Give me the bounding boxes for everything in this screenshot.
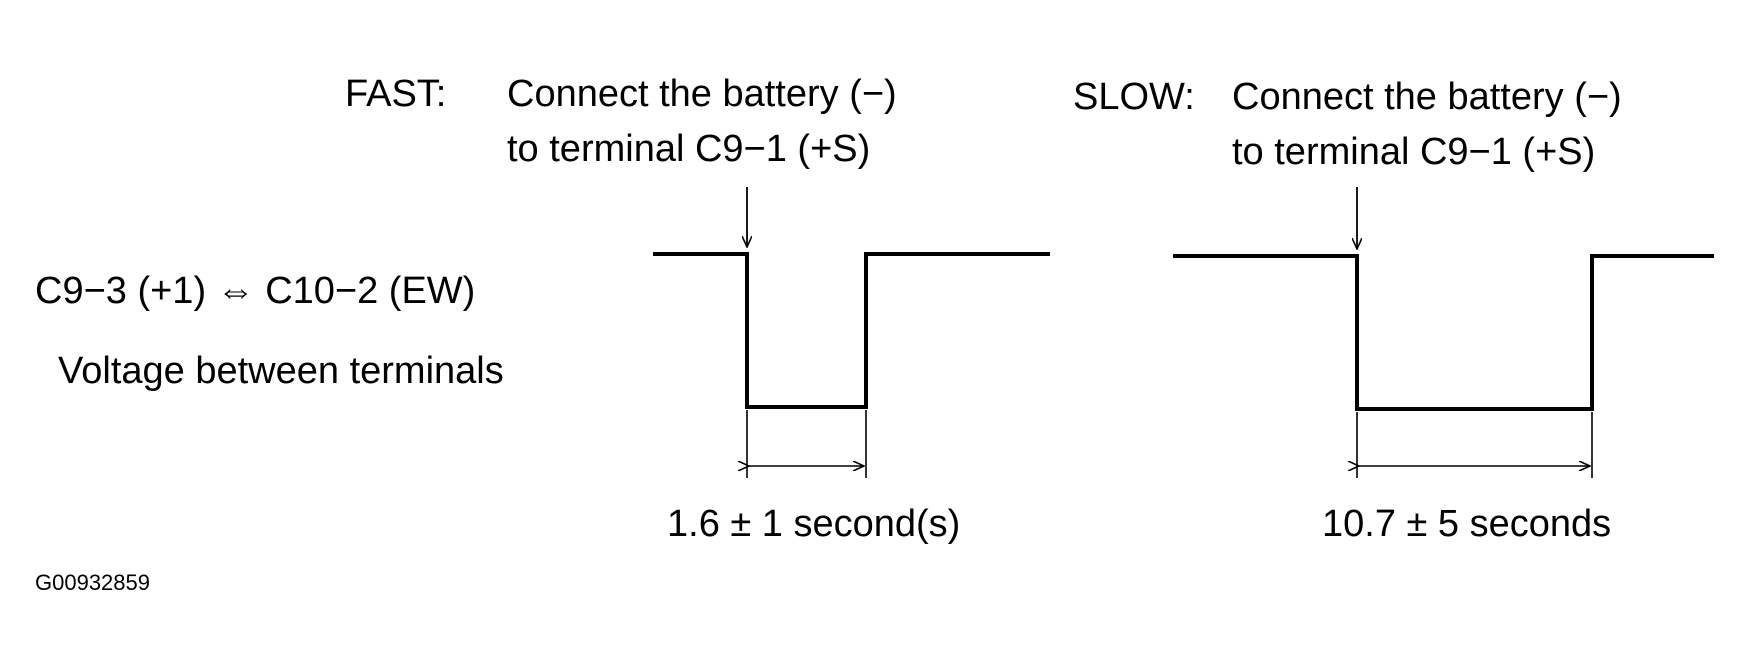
slow-instruction-line2: to terminal C9−1 (+S) bbox=[1232, 131, 1596, 173]
slow-signal-line bbox=[1173, 254, 1714, 411]
fast-signal-line bbox=[653, 252, 1050, 409]
slow-duration-label: 10.7 ± 5 seconds bbox=[1322, 503, 1612, 545]
slow-mode-label: SLOW: bbox=[1073, 76, 1195, 118]
fast-instruction-line1: Connect the battery (−) bbox=[507, 73, 897, 115]
figure-id: G00932859 bbox=[35, 570, 150, 595]
measurement-label: Voltage between terminals bbox=[58, 350, 504, 392]
slow-waveform bbox=[1173, 187, 1714, 478]
fast-duration-label: 1.6 ± 1 second(s) bbox=[667, 503, 961, 545]
fast-instruction-line2: to terminal C9−1 (+S) bbox=[507, 128, 871, 170]
slow-instruction-line1: Connect the battery (−) bbox=[1232, 76, 1622, 118]
terminals-label: C9−3 (+1) ⇔ C10−2 (EW) bbox=[35, 270, 476, 312]
fast-waveform bbox=[653, 187, 1050, 478]
fast-mode-label: FAST: bbox=[345, 73, 447, 115]
